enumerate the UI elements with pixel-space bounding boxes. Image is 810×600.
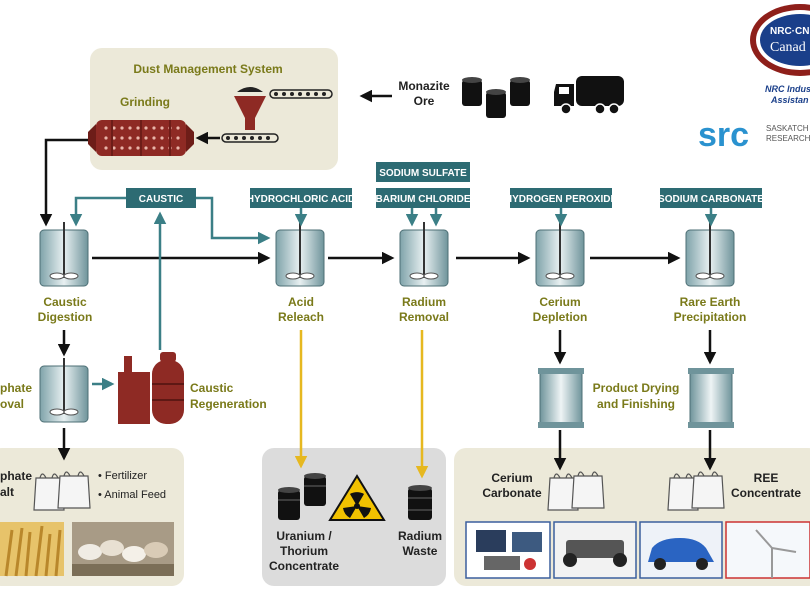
phosphate-removal-label-1: phate [0, 381, 32, 395]
ev-chassis-image [553, 521, 637, 579]
ree-bulk-bags-icon [667, 471, 725, 511]
uranium-label-2: Thorium [280, 544, 328, 558]
cerium-carbonate-label-1: Cerium [491, 471, 532, 485]
wind-turbine-image [725, 521, 810, 579]
reagent-sodium-carbonate: SODIUM CARBONATE [658, 188, 764, 208]
truck-icon [554, 76, 624, 115]
svg-text:SODIUM CARBONATE: SODIUM CARBONATE [658, 194, 764, 205]
grinder-icon [88, 120, 194, 156]
ree-concentrate-label-1: REE [754, 471, 779, 485]
dust-management-title: Dust Management System [133, 62, 282, 76]
phosphate-bulk-bags-icon [33, 471, 91, 511]
ore-barrels-icon [462, 77, 530, 118]
reagent-hydrogen-peroxide: HYDROGEN PEROXIDE [505, 188, 618, 208]
uranium-barrels-icon [278, 473, 326, 520]
upper-conveyor-icon [269, 89, 333, 99]
lower-conveyor-icon [221, 133, 279, 143]
arrow-grinder-to-digestion [39, 138, 88, 227]
cerium-bulk-bags-icon [547, 471, 605, 511]
radium-removal-label-1: Radium [402, 295, 446, 309]
hopper-icon [234, 87, 266, 130]
product-drying-label-2: and Finishing [597, 397, 675, 411]
sask-research-line-2: RESEARCH [766, 134, 810, 143]
phosphate-salt-label-1: phate [0, 469, 32, 483]
dryer-column-ree [688, 368, 734, 428]
caustic-regeneration-label-1: Caustic [190, 381, 234, 395]
wheat-field-image [0, 522, 64, 577]
tank-caustic-digestion [39, 222, 89, 287]
cerium-carbonate-label-2: Carbonate [482, 486, 542, 500]
product-drying-label-1: Product Drying [593, 381, 680, 395]
grinding-label: Grinding [120, 95, 170, 109]
fertilizer-label: • Fertilizer [98, 470, 147, 482]
radium-waste-label-1: Radium [398, 529, 442, 543]
cerium-depletion-label-2: Depletion [533, 310, 588, 324]
uranium-label-1: Uranium / [276, 529, 332, 543]
rare-earth-precip-label-2: Precipitation [674, 310, 747, 324]
electric-car-image [639, 521, 723, 579]
arrow-caustic-to-releach [196, 196, 271, 245]
caustic-regeneration-plant-icon [118, 352, 184, 424]
radiation-hazard-icon [328, 474, 386, 521]
animal-feed-label: • Animal Feed [98, 489, 166, 501]
phosphate-removal-label-2: oval [0, 397, 24, 411]
monazite-ore-label-1: Monazite [398, 79, 450, 93]
sask-research-line-1: SASKATCH [766, 124, 809, 133]
radium-waste-label-2: Waste [403, 544, 438, 558]
tank-phosphate-removal [39, 358, 89, 423]
svg-text:SODIUM SULFATE: SODIUM SULFATE [379, 168, 467, 179]
arrow-caustic-to-digestion [69, 196, 126, 227]
radium-removal-label-2: Removal [399, 310, 449, 324]
src-logo: src [698, 116, 749, 154]
reagent-barium-chloride: BARIUM CHLORIDE [376, 188, 471, 208]
monazite-ore-label-2: Ore [414, 94, 435, 108]
ree-concentrate-label-2: Concentrate [731, 486, 801, 500]
uranium-label-3: Concentrate [269, 559, 339, 573]
phosphate-salt-label-2: alt [0, 485, 14, 499]
reagent-hydrochloric-acid: HYDROCHLORIC ACID [247, 188, 356, 208]
tank-acid-releach [275, 222, 325, 287]
nrc-logo-top: NRC·CNR [770, 26, 810, 37]
reagent-caustic: CAUSTIC [126, 188, 196, 208]
svg-text:HYDROGEN PEROXIDE: HYDROGEN PEROXIDE [505, 194, 618, 205]
cattle-image [72, 522, 174, 576]
cerium-depletion-label-1: Cerium [539, 295, 580, 309]
nrc-logo: NRC·CNR Canad [750, 4, 810, 76]
caustic-digestion-label-2: Digestion [38, 310, 93, 324]
dryer-column-cerium [538, 368, 584, 428]
tank-cerium-depletion [535, 222, 585, 287]
tank-rare-earth-precipitation [685, 222, 735, 287]
radium-waste-barrel-icon [408, 485, 432, 520]
nrc-irap-line-2: Assistan [770, 95, 809, 105]
acid-releach-label-2: Releach [278, 310, 324, 324]
svg-text:CAUSTIC: CAUSTIC [139, 194, 183, 205]
nrc-logo-canada: Canad [770, 40, 806, 55]
caustic-regeneration-label-2: Regeneration [190, 397, 267, 411]
tank-radium-removal [399, 222, 449, 287]
caustic-digestion-label-1: Caustic [43, 295, 87, 309]
reagent-sodium-sulfate: SODIUM SULFATE [376, 162, 470, 182]
acid-releach-label-1: Acid [288, 295, 314, 309]
rare-earth-precip-label-1: Rare Earth [680, 295, 741, 309]
svg-text:HYDROCHLORIC ACID: HYDROCHLORIC ACID [247, 194, 356, 205]
svg-text:BARIUM CHLORIDE: BARIUM CHLORIDE [376, 194, 471, 205]
nrc-irap-line-1: NRC Indus [765, 84, 810, 94]
electronics-image [465, 521, 551, 579]
